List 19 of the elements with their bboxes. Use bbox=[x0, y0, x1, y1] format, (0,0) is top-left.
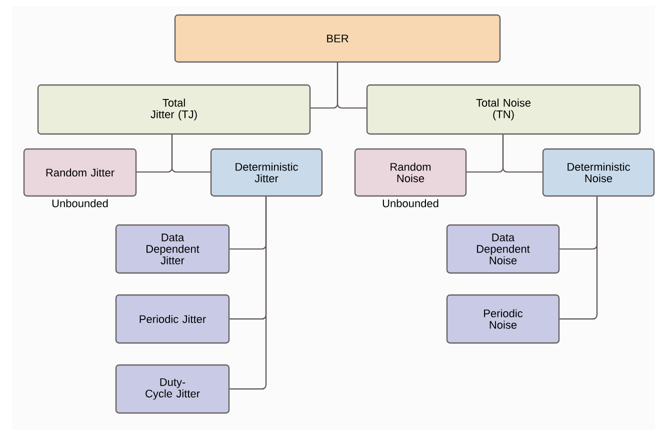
connector-line bbox=[502, 134, 542, 173]
connector-line bbox=[336, 62, 366, 109]
component-box: Data Dependent Jitter bbox=[115, 224, 230, 274]
component-box: Periodic Jitter bbox=[115, 294, 230, 344]
jitter-type-box: Random Jitter bbox=[23, 148, 137, 197]
component-box: Periodic Noise bbox=[446, 294, 560, 344]
connector-line bbox=[171, 134, 210, 173]
jitter-type-box: Deterministic Jitter bbox=[210, 148, 323, 197]
category-box: Total Noise (TN) bbox=[366, 84, 641, 135]
root-box: BER bbox=[174, 14, 501, 63]
component-box: Duty-Cycle Jitter bbox=[115, 364, 230, 414]
noise-type-box: Random Noise bbox=[354, 148, 467, 197]
connector-line bbox=[560, 196, 598, 320]
note-text: Unbounded bbox=[52, 199, 108, 208]
category-box: Total Jitter (TJ) bbox=[37, 84, 311, 135]
connector-line bbox=[230, 196, 267, 390]
note-text: Unbounded bbox=[382, 199, 438, 208]
noise-type-box: Deterministic Noise bbox=[542, 148, 655, 197]
component-box: Data Dependent Noise bbox=[446, 224, 560, 274]
